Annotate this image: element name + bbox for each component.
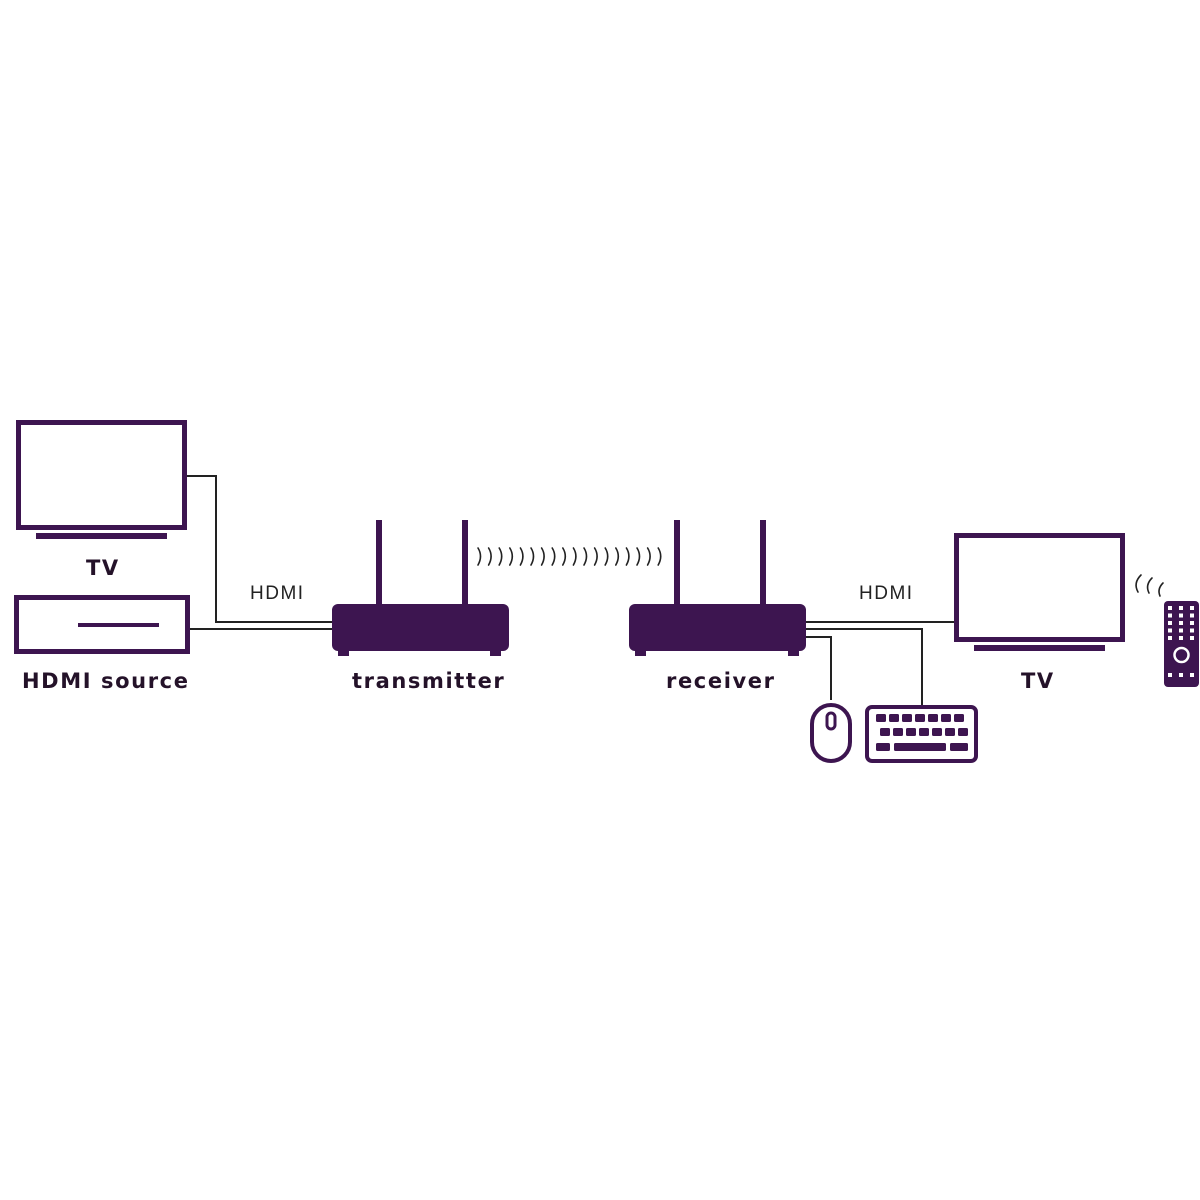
keyboard-key [958,728,968,736]
remote-button [1179,636,1183,640]
keyboard-key [902,714,912,722]
wave-arc [593,547,598,566]
transmitter-icon [332,520,509,656]
wave-arc [625,547,630,566]
hdmi-source-box-icon [14,595,190,654]
wave-arc [498,547,503,566]
keyboard-key [915,714,925,722]
wave-arc [604,547,609,566]
keyboard-key [906,728,916,736]
wave-arc [583,547,588,566]
remote-control-icon [1164,601,1199,687]
remote-button [1179,606,1183,610]
cable-receiver-to-keyboard [806,628,923,707]
wave-arc [636,547,641,566]
remote-button [1179,621,1183,625]
keyboard-key [950,743,968,751]
remote-button [1190,628,1194,633]
tv-right-label: TV [1021,669,1055,693]
tv-right-icon [954,533,1125,651]
remote-button [1190,613,1194,618]
wave-arc [562,547,567,566]
wave-arc [530,547,535,566]
remote-button [1168,606,1172,610]
cable-receiver-to-mouse [806,636,832,700]
keyboard-key [876,743,890,751]
remote-button [1168,621,1172,625]
keyboard-key [876,714,886,722]
remote-button [1168,613,1172,618]
keyboard-key [945,728,955,736]
wave-arc [646,547,651,566]
hdmi-label-left: HDMI [250,583,305,604]
keyboard-key [894,743,946,751]
remote-button [1190,636,1194,640]
wave-arc [657,547,662,566]
receiver-label: receiver [666,669,776,693]
remote-button [1190,621,1194,625]
hdmi-source-label: HDMI source [22,669,190,693]
cable-tv-left-to-transmitter [186,475,333,623]
remote-button [1179,613,1183,618]
tv-left-icon [16,420,187,539]
keyboard-key [919,728,929,736]
remote-button [1179,628,1183,633]
keyboard-key [893,728,903,736]
receiver-icon [629,520,806,656]
wave-arc [540,547,545,566]
transmitter-label: transmitter [352,669,506,693]
wave-arc [487,547,492,566]
wave-arc [519,547,524,566]
remote-button [1190,606,1194,610]
wave-arc [615,547,620,566]
keyboard-key [889,714,899,722]
remote-buttons [1168,606,1194,640]
keyboard-key [941,714,951,722]
keyboard-keys [876,714,968,751]
keyboard-key [928,714,938,722]
mouse-icon [810,703,852,763]
ir-signal-waves [1135,574,1164,597]
tv-left-label: TV [86,556,120,580]
wireless-signal-waves [477,547,662,566]
remote-button [1168,636,1172,640]
remote-button [1168,628,1172,633]
keyboard-icon [865,705,978,763]
wave-arc [551,547,556,566]
wave-arc [477,547,482,566]
keyboard-key [932,728,942,736]
wave-arc [572,547,577,566]
keyboard-key [880,728,890,736]
keyboard-key [954,714,964,722]
hdmi-label-right: HDMI [859,583,914,604]
wave-arc [509,547,514,566]
cables [186,475,956,707]
